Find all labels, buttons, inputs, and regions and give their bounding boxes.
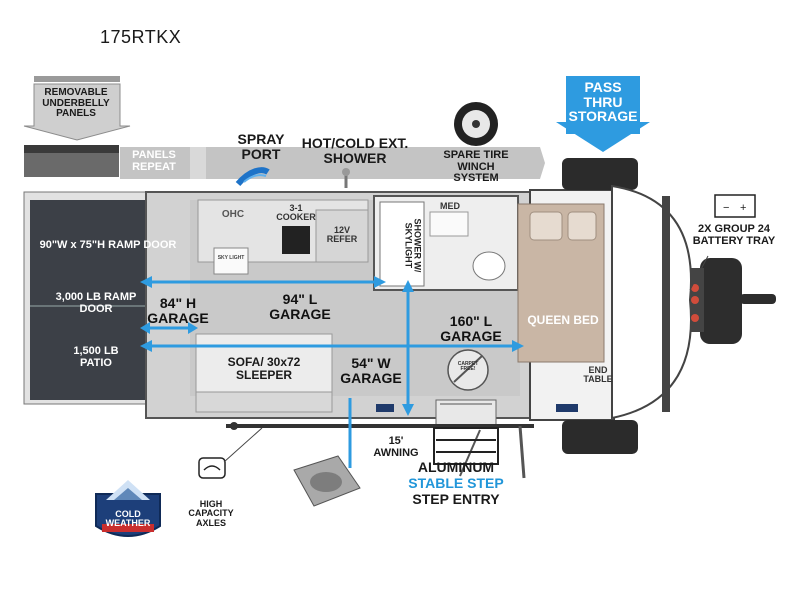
patio-label: 1,500 LB PATIO [73, 345, 119, 369]
spare-tire-icon [454, 102, 498, 146]
garage-width-label: 54" W GARAGE [340, 355, 402, 386]
shower-label: SHOWER W/ SKYLIGHT [403, 218, 423, 273]
scale-icon [198, 457, 226, 479]
carpet-free-label: CARPET FREE! [457, 361, 479, 373]
step-plate-icon [293, 455, 361, 507]
cooker-label: 3-1 COOKER [276, 203, 316, 223]
cold-weather-badge [95, 480, 161, 537]
svg-text:+: + [740, 202, 746, 214]
ext-shower-icon [342, 168, 350, 188]
pass-thru-arrow-icon [556, 76, 650, 152]
axles-label: HIGH CAPACITY AXLES [188, 499, 234, 528]
queen-bed-label: QUEEN BED [527, 313, 599, 327]
underbelly-panels-icon [24, 145, 545, 179]
ramp-door-rating-label: 3,000 LB RAMP DOOR [55, 291, 137, 315]
cold-weather-label: COLD WEATHER [105, 509, 151, 529]
pass-thru-label: PASS THRU STORAGE [568, 79, 638, 125]
step-line1: ALUMINUM [417, 459, 495, 475]
svg-text:−: − [723, 202, 729, 214]
hitch-battery-icon [690, 258, 776, 344]
underbelly-label: REMOVABLE UNDERBELLY PANELS [42, 87, 110, 119]
ohc-label: OHC [221, 209, 245, 220]
ext-shower-label: HOT/COLD EXT. SHOWER [301, 135, 409, 166]
garage-94-label: 94" L GARAGE [269, 291, 331, 322]
panels-repeat-label: PANELS REPEAT [132, 149, 176, 173]
garage-height-label: 84" H GARAGE [147, 295, 209, 326]
spare-tire-label: SPARE TIRE WINCH SYSTEM [443, 149, 509, 185]
battery-icon: − + [714, 194, 756, 218]
step-line3: STEP ENTRY [412, 491, 500, 507]
med-label: MED [440, 201, 460, 211]
underbelly-arrow-icon [23, 76, 131, 141]
carpet-free-icon [447, 349, 489, 391]
refer-label: 12V REFER [326, 225, 358, 245]
spray-port-hose-icon [235, 167, 270, 187]
garage-160-label: 160" L GARAGE [440, 313, 502, 344]
step-line2: STABLE STEP [408, 475, 504, 491]
battery-label: 2X GROUP 24 BATTERY TRAY [692, 223, 776, 247]
end-table-label: END TABLE [583, 365, 613, 385]
model-name: 175RTKX [100, 27, 182, 47]
sofa-label: SOFA/ 30x72 SLEEPER [227, 355, 301, 382]
sink-label: SKY LIGHT [217, 255, 245, 261]
awning-label: 15' AWNING [373, 435, 419, 459]
ramp-door-size-label: 90"W x 75"H RAMP DOOR [39, 239, 177, 251]
spray-port-label: SPRAY PORT [237, 131, 285, 162]
